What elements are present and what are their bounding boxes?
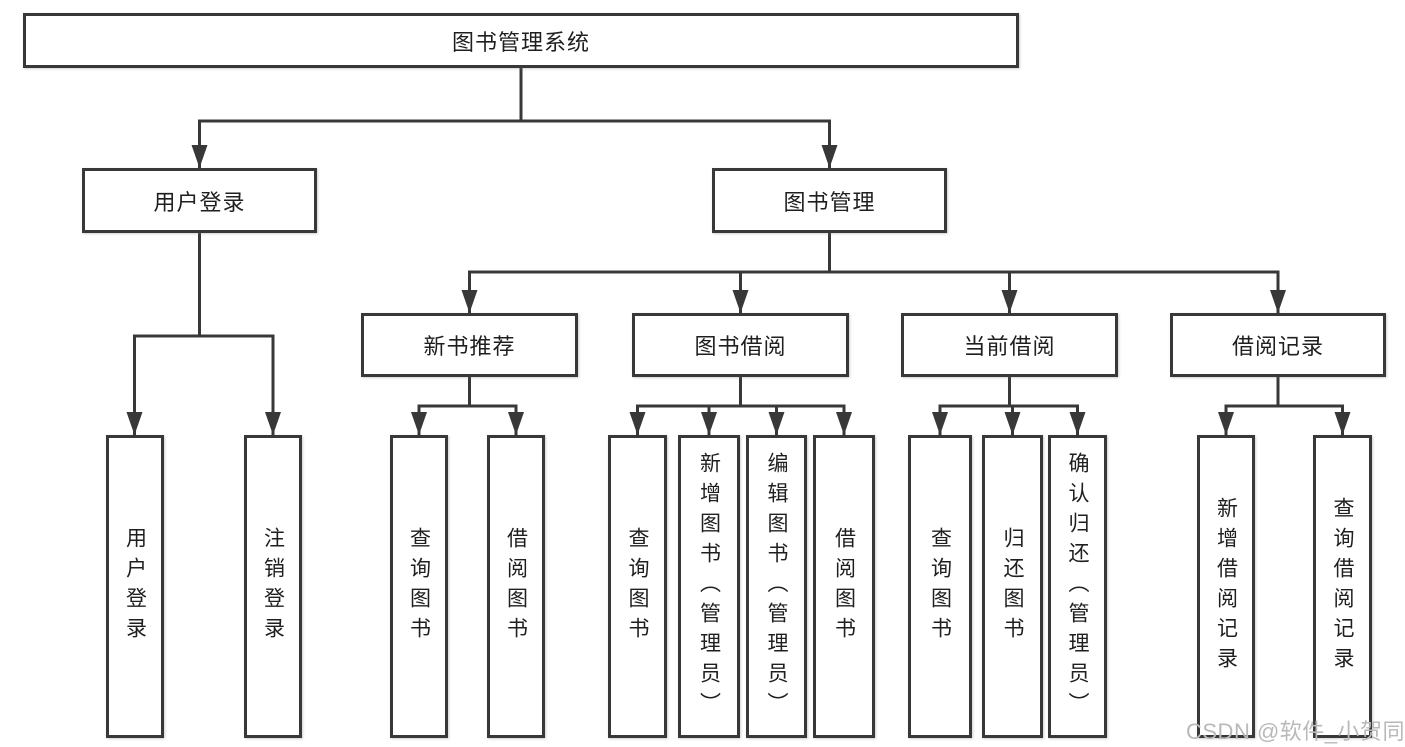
node-book-borrowing-label: 图书借阅: [694, 334, 787, 359]
leaf-cb-return-books: 归还图书: [982, 435, 1043, 738]
leaf-bb-add-books-label: 新增图书（管理员）: [697, 451, 721, 722]
node-current-borrowing: 当前借阅: [901, 313, 1118, 377]
node-book-management-label: 图书管理: [783, 189, 876, 215]
node-book-borrowing: 图书借阅: [632, 313, 849, 377]
leaf-br-add-record-label: 新增借阅记录: [1214, 496, 1238, 677]
leaf-bb-add-books: 新增图书（管理员）: [678, 435, 740, 738]
leaf-user-login-label: 用户登录: [123, 526, 147, 647]
leaf-bb-borrow-books-label: 借阅图书: [832, 526, 856, 647]
leaf-logout: 注销登录: [244, 435, 302, 738]
node-root: 图书管理系统: [23, 13, 1019, 68]
node-user-login-label: 用户登录: [153, 189, 246, 215]
leaf-cb-confirm-return: 确认归还（管理员）: [1048, 435, 1107, 738]
node-root-label: 图书管理系统: [451, 29, 590, 55]
leaf-nbr-query-books: 查询图书: [390, 435, 448, 738]
leaf-nbr-query-books-label: 查询图书: [407, 526, 431, 647]
leaf-bb-query-books-label: 查询图书: [626, 526, 649, 647]
node-user-login: 用户登录: [82, 168, 317, 233]
leaf-nbr-borrow-books: 借阅图书: [487, 435, 545, 738]
node-new-book-recommend-label: 新书推荐: [423, 334, 516, 359]
leaf-logout-label: 注销登录: [261, 526, 285, 647]
leaf-cb-return-books-label: 归还图书: [1001, 526, 1024, 647]
leaf-bb-edit-books-label: 编辑图书（管理员）: [765, 451, 788, 722]
leaf-cb-confirm-return-label: 确认归还（管理员）: [1066, 451, 1089, 722]
node-current-borrowing-label: 当前借阅: [963, 334, 1056, 359]
leaf-br-query-record-label: 查询借阅记录: [1331, 496, 1354, 677]
leaf-nbr-borrow-books-label: 借阅图书: [504, 526, 528, 647]
node-book-management: 图书管理: [712, 168, 947, 233]
leaf-cb-query-books: 查询图书: [908, 435, 972, 738]
leaf-user-login: 用户登录: [106, 435, 164, 738]
leaf-bb-query-books: 查询图书: [608, 435, 667, 738]
leaf-br-add-record: 新增借阅记录: [1197, 435, 1255, 738]
leaf-cb-query-books-label: 查询图书: [928, 526, 952, 647]
node-borrowing-records-label: 借阅记录: [1231, 334, 1324, 359]
watermark: CSDN @软件_小贺同学: [1186, 719, 1405, 744]
node-borrowing-records: 借阅记录: [1170, 313, 1386, 377]
leaf-br-query-record: 查询借阅记录: [1313, 435, 1372, 738]
leaf-bb-borrow-books: 借阅图书: [813, 435, 875, 738]
node-new-book-recommend: 新书推荐: [361, 313, 578, 377]
leaf-bb-edit-books: 编辑图书（管理员）: [746, 435, 807, 738]
